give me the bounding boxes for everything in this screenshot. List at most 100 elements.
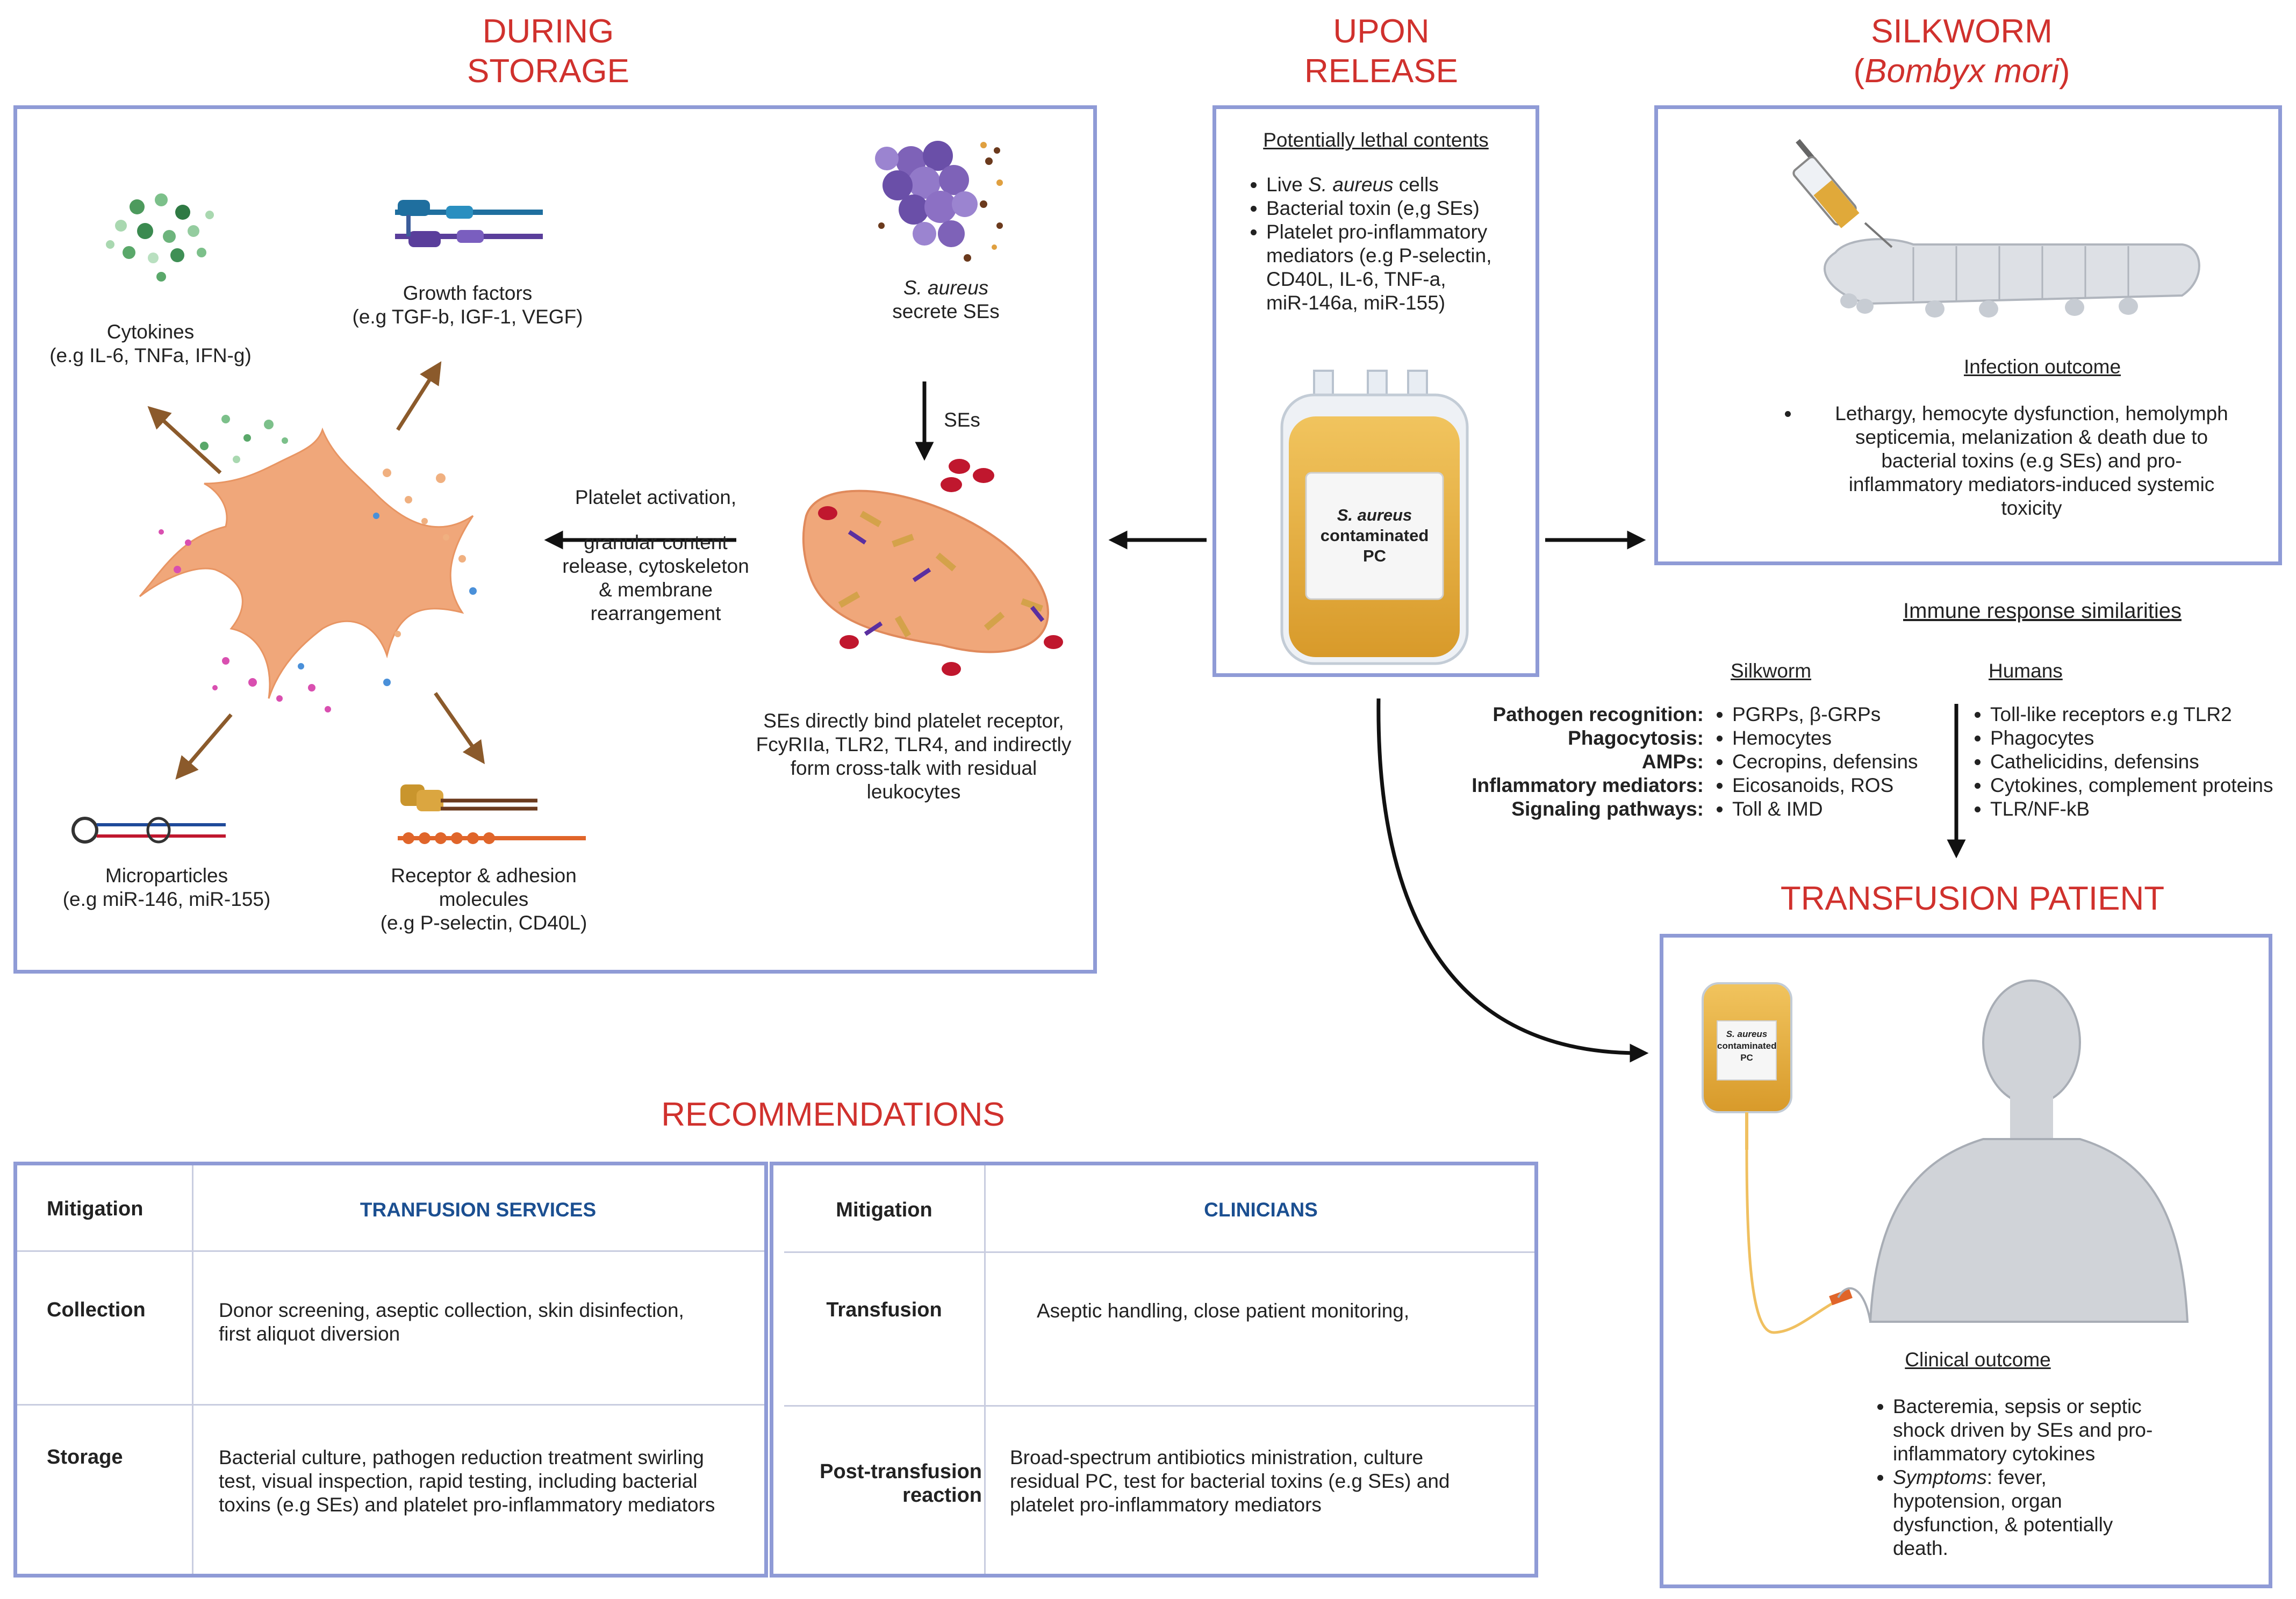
immune-item: Eicosanoids, ROS [1732,774,1954,797]
rec-left-header-services: TRANFUSION SERVICES [360,1199,597,1221]
microparticles-label: Microparticles (e.g miR-146, miR-155) [54,864,279,911]
activated-platelet-icon [139,427,474,699]
text: dysfunction, & potentially [1893,1514,2113,1536]
microrna-icon [71,817,226,844]
immune-item: Cecropins, defensins [1732,750,1954,774]
text: Live [1266,174,1309,196]
immune-item: Toll & IMD [1732,797,1954,821]
label-line: S. aureus [1337,506,1412,524]
label-line: PC [1740,1053,1753,1063]
rec-left-hline [17,1250,764,1252]
text: platelet pro-inflammatory mediators [1010,1494,1322,1516]
receptor-molecule-icon [398,784,586,844]
label-line: (e.g TGF-b, IGF-1, VEGF) [352,306,583,328]
label-line: Cytokines [106,321,195,343]
text: toxins (e.g SEs) and platelet pro-inflam… [219,1494,715,1516]
text: test, visual inspection, rapid testing, … [219,1470,698,1492]
arrow-to-receptors [434,692,485,765]
growth-factors-label: Growth factors (e.g TGF-b, IGF-1, VEGF) [344,282,591,329]
arrow-to-cytokines [147,406,222,474]
immune-humans-list: Toll-like receptors e.g TLR2 Phagocytes … [1970,703,2292,821]
ses-icon [941,459,994,492]
label-line: Receptor & adhesion [391,865,577,887]
text: reaction [902,1484,982,1507]
patient-silhouette-icon [1837,979,2189,1323]
text: first aliquot diversion [219,1323,400,1345]
immune-item: TLR/NF-kB [1990,797,2292,821]
text: Platelet pro-inflammatory [1266,221,1488,243]
label-line: S. aureus [1726,1029,1768,1039]
receptor-label: Receptor & adhesion molecules (e.g P-sel… [365,864,602,935]
text: septicemia, melanization & death due to [1855,426,2208,448]
label-line: leukocytes [866,781,961,803]
rec-right-hline [784,1251,1534,1253]
s-aureus-label: S. aureus secrete SEs [860,276,1032,323]
rec-left-vline [192,1165,193,1574]
text: inflammatory cytokines [1893,1443,2096,1465]
immune-item: Hemocytes [1732,726,1954,750]
label-line: granular content [584,531,728,553]
release-title: Potentially lethal contents [1263,129,1489,151]
s-aureus-cluster-icon [875,141,1003,262]
rec-left-row-label: Collection [47,1299,146,1321]
rec-right-vline [984,1165,986,1574]
label-line: FcyRIIa, TLR2, TLR4, and indirectly [756,733,1072,755]
immune-item: Phagocytes [1990,726,2292,750]
label-line: contaminated [1320,526,1429,545]
immune-col-silkworm: Silkworm [1731,660,1812,682]
cytokines-icon [106,193,214,282]
text: toxicity [2001,497,2062,519]
rec-table-clinicians: Mitigation CLINICIANS Transfusion Asepti… [770,1162,1538,1578]
heading-recommendations: RECOMMENDATIONS [661,1096,1005,1133]
text: CD40L, IL-6, TNF-a, [1266,268,1446,290]
text: shock driven by SEs and pro- [1893,1419,2153,1441]
release-bag-label: S. aureus contaminated PC [1306,505,1443,566]
paren: ) [2058,53,2070,90]
label-line: (e.g P-selectin, CD40L) [380,912,587,934]
row-label: Signaling pathways: [1511,798,1704,820]
text: miR-146a, miR-155) [1266,292,1446,314]
label-line: & membrane [599,579,713,601]
label-line: (e.g IL-6, TNFa, IFN-g) [49,344,252,366]
paren: ( [1853,53,1865,90]
release-item: Platelet pro-inflammatory mediators (e.g… [1266,220,1532,315]
text: death. [1893,1537,1948,1559]
patient-bag-label: S. aureus contaminated PC [1717,1028,1777,1064]
platelet-with-ses-icon [802,489,1063,676]
platelet-bag-icon [1280,370,1469,665]
text: Symptoms [1893,1466,1987,1488]
label-line: Microparticles [105,865,228,887]
immune-item: Cathelicidins, defensins [1990,750,2292,774]
ses-bind-label: SEs directly bind platelet receptor, Fcy… [736,709,1091,804]
row-label: AMPs: [1641,751,1704,773]
text: Lethargy, hemocyte dysfunction, hemolymp… [1835,402,2228,424]
cytokines-label: Cytokines (e.g IL-6, TNFa, IFN-g) [38,320,263,368]
text: inflammatory mediators-induced systemic [1848,473,2215,495]
label-line: secrete SEs [892,300,1000,322]
silkworm-title: Infection outcome [1963,356,2121,378]
label-line: SEs directly bind platelet receptor, [763,710,1064,732]
clinical-outcome-list: Bacteremia, sepsis or septic shock drive… [1870,1395,2171,1560]
heading-upon-release: UPON RELEASE [1268,12,1494,91]
release-list: Live S. aureus cells Bacterial toxin (e,… [1242,173,1532,315]
rec-left-header-mitigation: Mitigation [47,1198,144,1220]
rec-left-row-text: Bacterial culture, pathogen reduction tr… [219,1446,756,1517]
label-line: Platelet activation, [575,486,737,508]
heading-line: STORAGE [467,53,630,90]
immune-title: Immune response similarities [1903,599,2182,623]
label-line: PC [1362,546,1387,565]
clinical-outcome-item: Symptoms: fever, hypotension, organ dysf… [1893,1466,2171,1560]
rec-right-header-mitigation: Mitigation [836,1199,932,1221]
silkworm-icon [1823,238,2200,318]
text: bacterial toxins (e.g SEs) and pro- [1881,450,2182,472]
arrow-to-microparticles [175,713,233,780]
clinical-outcome-title: Clinical outcome [1905,1349,2051,1371]
heading-transfusion-patient: TRANSFUSION PATIENT [1780,880,2165,917]
row-label: Inflammatory mediators: [1472,774,1704,796]
rec-right-row-label: Transfusion [826,1299,942,1321]
heading-silkworm: SILKWORM (Bombyx mori) [1800,12,2123,91]
text: Bacterial culture, pathogen reduction tr… [219,1446,704,1468]
text: cells [1393,174,1439,196]
rec-right-hline [784,1405,1534,1407]
